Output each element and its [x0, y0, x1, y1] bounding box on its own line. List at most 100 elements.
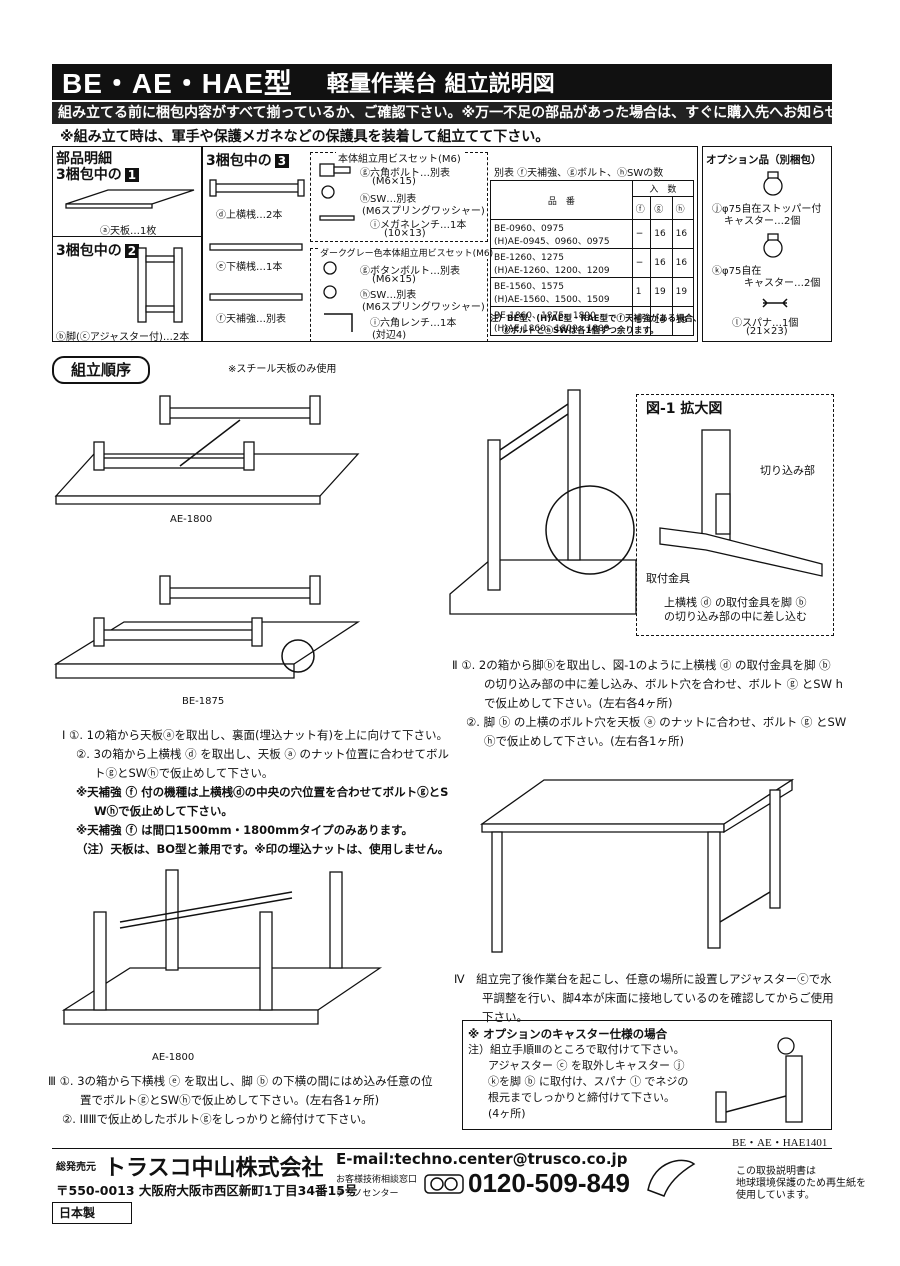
label-be1875: BE-1875: [182, 696, 225, 707]
step1-note2: ※天補強 ⓕ は間口1500mm・1800mmタイプのみあります。: [76, 823, 413, 837]
safety-note: ※組み立て時は、軍手や保護メガネなどの保護具を装着して組立てて下さい。: [60, 129, 550, 145]
caster-box-l3: ⓚを脚 ⓑ に取付け、スパナ ⓛ でネジの: [488, 1075, 689, 1088]
recycle-logo-icon: [647, 1159, 696, 1197]
col-f: ⓕ: [631, 196, 652, 220]
options-title: オプション品（別梱包）: [706, 154, 822, 166]
bracket-label: 取付金具: [646, 572, 690, 585]
step1-illustration-ae1800: [54, 395, 360, 505]
reinforce-label: ⓕ天補強…別表: [216, 314, 286, 325]
button-bolt-size: (M6×15): [372, 274, 416, 285]
sw-detail: (M6スプリングワッシャー): [362, 206, 485, 217]
spanner-size: (21×23): [746, 326, 788, 337]
seller-label: 総発売元: [56, 1162, 96, 1173]
recycle-note-2: 地球環境保護のため再生紙を: [736, 1178, 866, 1189]
caster-qty: キャスター…2個: [744, 278, 821, 289]
legs-label: ⓑ脚(ⓒアジャスター付)…2本: [56, 332, 190, 343]
sw2-detail: (M6スプリングワッシャー): [362, 302, 485, 313]
notice-banner: 組み立てる前に梱包内容がすべて揃っているか、ご確認下さい。※万一不足の部品があっ…: [52, 102, 832, 124]
caster-option-box: [462, 1020, 832, 1130]
step3-text: Ⅲ ①. 3の箱から下横桟 ⓔ を取出し、脚 ⓑ の下横の間にはめ込み任意の位 …: [48, 1072, 433, 1129]
upper-beam-label: ⓓ上横桟…2本: [216, 210, 283, 221]
screwset-title: 本体組立用ビスセット(M6): [336, 150, 463, 165]
wrench-label: ⓘメガネレンチ…1本: [370, 220, 467, 231]
col-item: 品 番: [490, 180, 633, 220]
support-label-2: テクノセンター: [336, 1189, 399, 1199]
col-g: ⓖ: [650, 196, 673, 220]
step1-2a: ②. 3の箱から上横桟 ⓓ を取出し、天板 ⓐ のナット位置に合わせてボル: [76, 747, 450, 761]
step2-2a: ②. 脚 ⓑ の上横のボルト穴を天板 ⓐ のナットに合わせ、ボルト ⓖ とSW: [466, 715, 847, 729]
bolt-icon: [319, 163, 355, 221]
step1-note1a: ※天補強 ⓕ 付の機種は上横桟ⓓの中央の穴位置を合わせてボルトⓖとS: [76, 785, 449, 799]
company-address: 〒550-0013 大阪府大阪市西区新町1丁目34番15号: [56, 1183, 358, 1198]
finished-table-illustration: [479, 778, 795, 953]
caster-label: ⓚφ75自在: [712, 266, 762, 277]
reinforce-illustration: [209, 293, 303, 301]
made-in-japan: 日本製: [52, 1202, 132, 1224]
lower-beam-illustration: [209, 243, 303, 251]
email: E-mail:techno.center@trusco.co.jp: [336, 1150, 628, 1168]
label-ae1800: AE-1800: [170, 514, 213, 525]
caster-install-illustration: [715, 1037, 803, 1123]
step2-1b: の切り込み部の中に差し込み、ボルト穴を合わせ、ボルト ⓖ とSW h: [484, 677, 843, 691]
fig1-title: 図-1 拡大図: [646, 401, 723, 417]
step1-2b: トⓖとSWⓗで仮止めして下さい。: [94, 766, 274, 780]
caster-box-l1: 注）組立手順Ⅲのところで取付けて下さい。: [468, 1043, 685, 1056]
step1-note3: （注）天板は、BO型と兼用です。※印の埋込ナットは、使用しません。: [76, 842, 450, 856]
step3-1a: Ⅲ ①. 3の箱から下横桟 ⓔ を取出し、脚 ⓑ の下横の間にはめ込み任意の位: [48, 1074, 433, 1088]
sw-label: ⓗSW…別表: [360, 194, 417, 205]
hex-wrench-label: ⓘ六角レンチ…1本: [370, 318, 457, 329]
caster-stopper-qty: キャスター…2個: [724, 216, 801, 227]
hex-wrench-icon: [323, 261, 353, 332]
step3-2: ②. ⅠⅡⅢで仮止めしたボルトⓖをしっかりと締付けて下さい。: [62, 1112, 373, 1126]
freedial-icon: [424, 1174, 464, 1194]
recycle-note-1: この取扱説明書は: [736, 1166, 816, 1177]
table-note-1: 注）BE型、(H)AE型・RAE型でⓕ天補強がある場合、: [490, 314, 702, 324]
title-bar: BE・AE・HAE型 軽量作業台 組立説明図: [52, 64, 832, 100]
step1-note1b: Wⓗで仮止めして下さい。: [94, 804, 233, 818]
parts-heading: 部品明細: [56, 151, 112, 167]
caster-icon: [763, 233, 783, 258]
col-h: ⓗ: [671, 196, 695, 220]
parts-box-1-2: [52, 146, 202, 342]
step1-1: Ⅰ ①. 1の箱から天板ⓐを取出し、裏面(埋込ナット有)を上に向けて下さい。: [62, 728, 448, 742]
fig1-caption-2: の切り込み部の中に差し込む: [664, 610, 807, 623]
tabletop-illustration: [65, 189, 195, 209]
step4-b: 平調整を行い、脚4本が床面に接地しているのを確認してからご使用: [482, 991, 834, 1005]
step2-text: Ⅱ ①. 2の箱から脚ⓑを取出し、図-1のように上横桟 ⓓ の取付金具を脚 ⓑ …: [452, 656, 846, 751]
caster-stopper-label: ⓙφ75自在ストッパー付: [712, 204, 822, 215]
caster-box-l4: 根元までしっかりと締付けて下さい。: [488, 1091, 675, 1104]
phone-number: 0120-509-849: [468, 1168, 630, 1198]
fig1-box: [636, 394, 834, 636]
tabletop-label: ⓐ天板…1枚: [100, 226, 157, 237]
assembly-heading: 組立順序: [52, 356, 150, 384]
options-box: [702, 146, 832, 342]
upper-beam-illustration: [209, 179, 305, 197]
spanner-label: ⓛスパナ…1個: [732, 318, 799, 329]
divider-line: [52, 236, 202, 237]
wrench-size: (10×13): [384, 228, 426, 239]
caster-box-l2: アジャスター ⓒ を取外しキャスター ⓙ: [488, 1059, 685, 1072]
fig1-caption-1: 上横桟 ⓓ の取付金具を脚 ⓑ: [664, 596, 807, 609]
table-note-2: ⓖボルトとⓗSWは各1個ずつ余ります。: [502, 326, 659, 336]
footer-divider: [52, 1148, 832, 1149]
recycle-note-3: 使用しています。: [736, 1190, 815, 1201]
step1-illustration-be1875: [54, 575, 361, 679]
legs-illustration: [137, 247, 183, 323]
caster-box-text: 注）組立手順Ⅲのところで取付けて下さい。 アジャスター ⓒ を取外しキャスター …: [468, 1042, 688, 1122]
caster-box-l5: (4ヶ所): [488, 1107, 526, 1120]
step3-1b: 置でボルトⓖとSWⓗで仮止めして下さい。(左右各1ヶ所): [80, 1093, 380, 1107]
step4-text: Ⅳ 組立完了後作業台を起こし、任意の場所に設置しアジャスターⓒで水 平調整を行い…: [454, 970, 834, 1027]
step2-illustration: [449, 389, 637, 615]
hex-bolt-size: (M6×15): [372, 176, 416, 187]
page-title: 軽量作業台 組立説明図: [326, 72, 555, 97]
table-caption: 別表 ⓕ天補強、ⓖボルト、ⓗSWの数: [494, 168, 664, 179]
step3-illustration: [61, 869, 383, 1025]
fig1-illustration: [659, 429, 823, 577]
